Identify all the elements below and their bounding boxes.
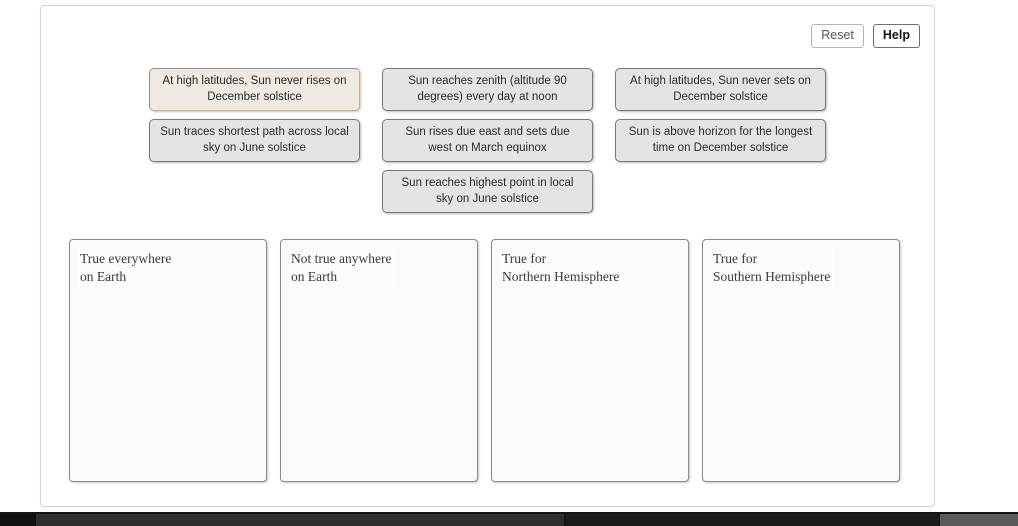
drop-zone-not-true-anywhere[interactable]: Not true anywhere on Earth [280,239,478,482]
statement-card-6[interactable]: Sun is above horizon for the longest tim… [615,119,826,162]
taskbar-segment-active[interactable] [940,514,1018,526]
drop-zone-southern-hemisphere[interactable]: True for Southern Hemisphere [702,239,900,482]
statement-card-4[interactable]: Sun traces shortest path across local sk… [149,119,360,162]
activity-panel: Reset Help At high latitudes, Sun never … [40,5,935,507]
drop-zone-body[interactable] [287,292,471,475]
statement-card-tray: At high latitudes, Sun never rises on De… [41,68,934,223]
taskbar-segment-window[interactable] [36,514,564,526]
taskbar-segment-middle[interactable] [566,514,939,526]
card-row-2: Sun traces shortest path across local sk… [41,119,934,162]
help-button[interactable]: Help [872,24,920,48]
drop-zone-northern-hemisphere[interactable]: True for Northern Hemisphere [491,239,689,482]
reset-button[interactable]: Reset [811,24,864,48]
statement-card-2[interactable]: Sun reaches zenith (altitude 90 degrees)… [382,68,593,111]
drop-zone-label: True for Northern Hemisphere [500,249,624,288]
statement-card-5[interactable]: Sun rises due east and sets due west on … [382,119,593,162]
control-bar: Reset Help [811,24,920,48]
drop-zone-body[interactable] [76,292,260,475]
statement-card-1[interactable]: At high latitudes, Sun never rises on De… [149,68,360,111]
drop-zone-label: True for Southern Hemisphere [711,249,835,288]
statement-card-3[interactable]: At high latitudes, Sun never sets on Dec… [615,68,826,111]
taskbar-segment-left[interactable] [0,514,36,526]
drop-zone-true-everywhere[interactable]: True everywhere on Earth [69,239,267,482]
drop-zone-strip: True everywhere on Earth Not true anywhe… [69,239,909,482]
card-row-3: Sun reaches highest point in local sky o… [41,170,934,213]
desktop-taskbar[interactable] [0,512,1018,526]
drop-zone-label: Not true anywhere on Earth [289,249,396,288]
statement-card-7[interactable]: Sun reaches highest point in local sky o… [382,170,593,213]
drop-zone-body[interactable] [498,292,682,475]
drop-zone-label: True everywhere on Earth [78,249,176,288]
drop-zone-body[interactable] [709,292,893,475]
card-row-1: At high latitudes, Sun never rises on De… [41,68,934,111]
